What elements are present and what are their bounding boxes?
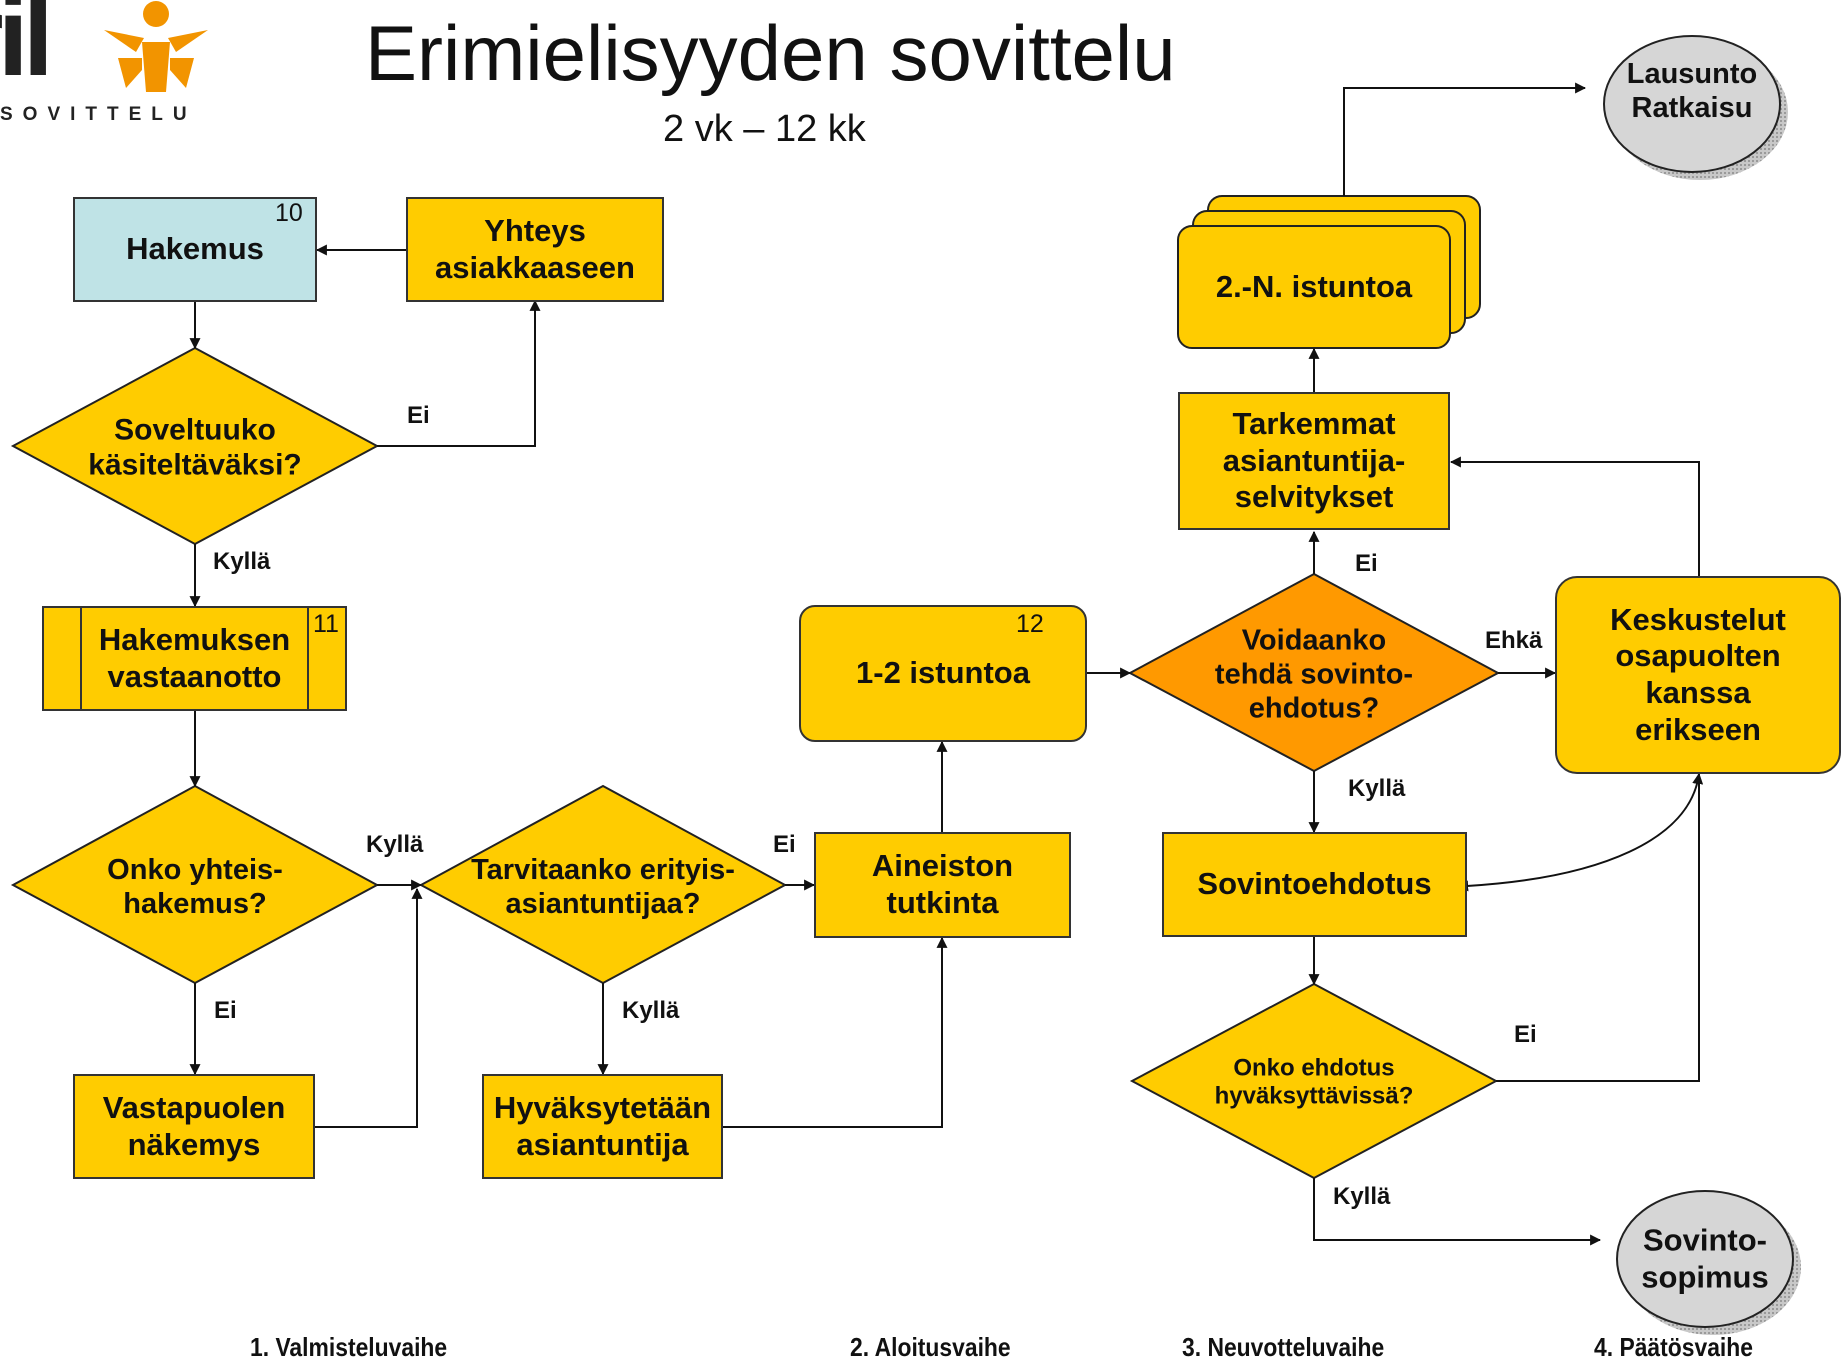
vastaanotto-right-bar [307, 608, 309, 709]
hakemus-label: Hakemus [126, 231, 264, 267]
sovintosopimus-ellipse [1616, 1190, 1794, 1328]
edge-vastapuolen-tarvitaanko [315, 887, 423, 1128]
edge-soveltuuko-ei [377, 299, 541, 447]
edge-label-tarvitaanko-ei: Ei [773, 831, 796, 858]
node-tarkemmat: Tarkemmat asiantuntija- selvitykset [1178, 392, 1450, 530]
edge-label-soveltuuko-kylla: Kyllä [213, 548, 271, 575]
sovintosopimus-label: Sovinto- sopimus [1641, 1222, 1769, 1294]
edge-label-voidaanko-ehka: Ehkä [1485, 627, 1543, 654]
onkoehdotus-label: Onko ehdotus hyväksyttävissä? [1214, 1054, 1414, 1110]
node-yhteys: Yhteys asiakkaaseen [406, 197, 664, 302]
aineiston-label: Aineiston tutkinta [871, 848, 1014, 920]
node-aineiston: Aineiston tutkinta [814, 832, 1071, 938]
edge-hyvaksytetaan-aineiston [723, 936, 948, 1128]
lausunto-label: Lausunto Ratkaisu [1626, 57, 1758, 124]
page-subtitle: 2 vk – 12 kk [663, 108, 866, 150]
edge-label-soveltuuko-ei: Ei [407, 402, 430, 429]
node-sovintoehdotus: Sovintoehdotus [1162, 832, 1467, 937]
phase-1: 1. Valmisteluvaihe [250, 1332, 448, 1362]
istuntoa12-label: 1-2 istuntoa [856, 655, 1030, 691]
vastapuolen-label: Vastapuolen näkemys [102, 1089, 286, 1162]
phase-3: 3. Neuvotteluvaihe [1182, 1332, 1385, 1362]
edge-onko-ei [1496, 774, 1700, 1082]
edge-onko-kylla [1313, 1178, 1602, 1246]
edge-label-yhteis-kylla: Kyllä [366, 831, 424, 858]
edge-label-tarvitaanko-kylla: Kyllä [622, 997, 680, 1024]
node-vastapuolen: Vastapuolen näkemys [73, 1074, 315, 1179]
vastaanotto-number: 11 [313, 610, 339, 638]
edge-keskustelut-tarkemmat [1449, 456, 1700, 576]
node-keskustelut: Keskustelut osapuolten kanssa erikseen [1555, 576, 1841, 774]
node-istuntoaN: 2.-N. istuntoa [1178, 226, 1450, 348]
edge-istuntoaN-lausunto [1343, 82, 1587, 196]
hyvaksytetaan-label: Hyväksytetään asiantuntija [493, 1089, 712, 1162]
lausunto-ellipse [1603, 35, 1781, 173]
logo-figure-icon [104, 1, 208, 92]
node-vastaanotto: Hakemuksen vastaanotto [42, 606, 347, 711]
sovintoehdotus-label: Sovintoehdotus [1197, 866, 1432, 902]
hakemus-number: 10 [275, 199, 303, 227]
node-hakemus: Hakemus [73, 197, 317, 302]
edge-label-voidaanko-kylla: Kyllä [1348, 775, 1406, 802]
edge-label-onko-ei: Ei [1514, 1021, 1537, 1048]
istuntoa12-number: 12 [1016, 610, 1044, 638]
page-title: Erimielisyyden sovittelu [365, 9, 1176, 97]
tarkemmat-label: Tarkemmat asiantuntija- selvitykset [1222, 406, 1406, 515]
phase-2: 2. Aloitusvaihe [850, 1332, 1011, 1362]
yhteys-label: Yhteys asiakkaaseen [435, 212, 635, 285]
phase-4: 4. Päätösvaihe [1594, 1332, 1753, 1362]
edge-sovintoehdotus-keskustelut [1457, 772, 1704, 892]
edge-label-yhteis-ei: Ei [214, 997, 237, 1024]
vastaanotto-label: Hakemuksen vastaanotto [98, 621, 291, 694]
soveltuuko-label: Soveltuuko käsiteltäväksi? [88, 413, 302, 482]
logo-subtext: SOVITTELU [0, 104, 197, 125]
node-hyvaksytetaan: Hyväksytetään asiantuntija [482, 1074, 723, 1179]
tarvitaanko-label: Tarvitaanko erityis- asiantuntijaa? [471, 853, 735, 920]
keskustelut-label: Keskustelut osapuolten kanssa erikseen [1610, 601, 1786, 747]
vastaanotto-left-bar [80, 608, 82, 709]
node-istuntoa12: 1-2 istuntoa [799, 605, 1087, 742]
voidaanko-label: Voidaanko tehdä sovinto- ehdotus? [1214, 624, 1414, 726]
istuntoaN-label: 2.-N. istuntoa [1215, 268, 1413, 304]
yhteishakemus-label: Onko yhteis- hakemus? [107, 853, 283, 920]
edge-label-onko-kylla: Kyllä [1333, 1183, 1391, 1210]
logo-text: ril [0, 0, 54, 99]
edge-label-voidaanko-ei: Ei [1355, 550, 1378, 577]
